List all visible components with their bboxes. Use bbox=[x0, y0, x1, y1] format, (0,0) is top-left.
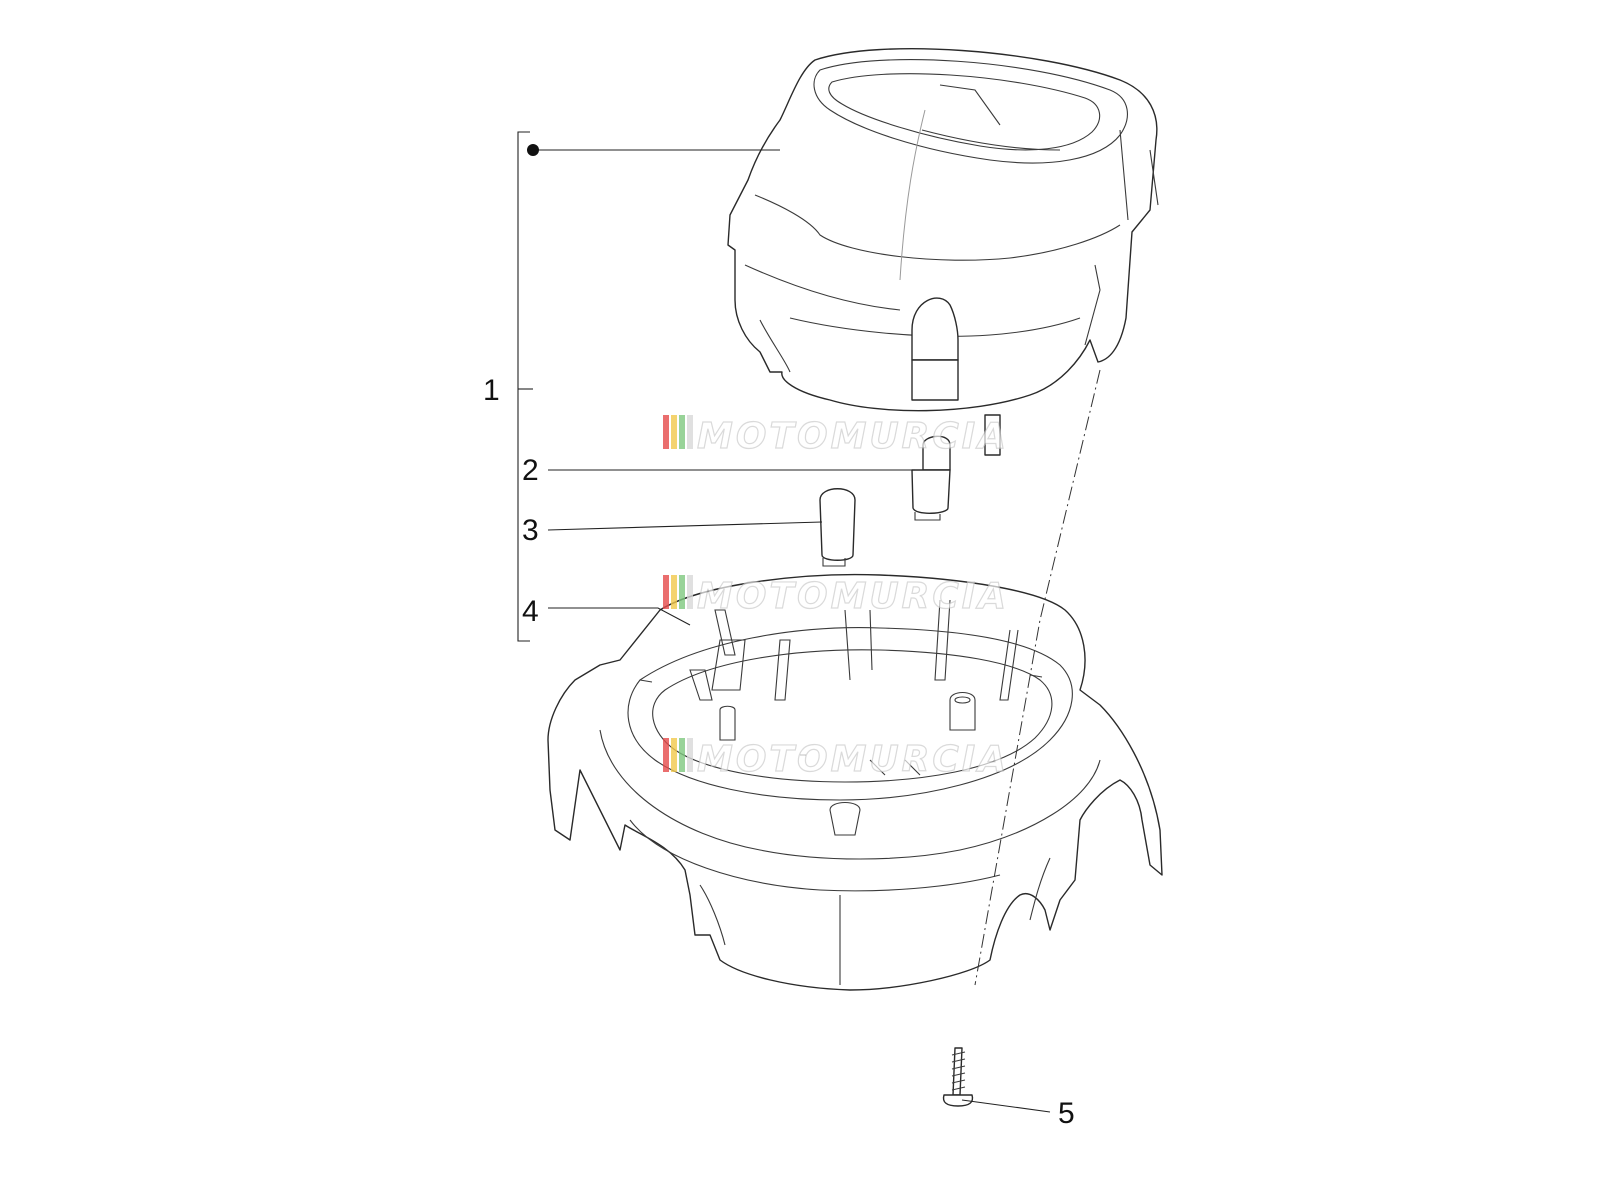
part-5-screw bbox=[942, 1047, 974, 1107]
watermark-stripe bbox=[679, 575, 685, 609]
watermark-stripe bbox=[687, 415, 693, 449]
watermark-stripe bbox=[671, 738, 677, 772]
watermark-stripe bbox=[679, 738, 685, 772]
callout-3: 3 bbox=[522, 514, 539, 547]
callout-4: 4 bbox=[522, 595, 539, 628]
watermark-stripe bbox=[671, 575, 677, 609]
watermark-stripe bbox=[687, 575, 693, 609]
watermark-stripe bbox=[671, 415, 677, 449]
leader-4 bbox=[548, 607, 691, 626]
watermark-stripe bbox=[679, 415, 685, 449]
watermark-stripe bbox=[663, 575, 669, 609]
callout-1: 1 bbox=[483, 374, 500, 407]
lower-instrument-housing bbox=[547, 573, 1163, 991]
watermark-top: MOTOMURCIA bbox=[663, 415, 1009, 458]
watermark-text: MOTOMURCIA bbox=[697, 739, 1009, 780]
assembly-axis-line bbox=[974, 369, 1101, 986]
part-2-holder bbox=[911, 435, 951, 521]
upper-instrument-cover bbox=[727, 48, 1159, 456]
watermark-stripe bbox=[687, 738, 693, 772]
watermark-text: MOTOMURCIA bbox=[697, 576, 1009, 617]
bracket-bullet bbox=[527, 144, 539, 156]
part-3-bulb bbox=[819, 488, 856, 567]
watermark-stripe bbox=[663, 415, 669, 449]
watermark-bottom: MOTOMURCIA bbox=[663, 738, 1009, 781]
callout-5: 5 bbox=[1058, 1097, 1075, 1130]
group-bracket bbox=[517, 131, 539, 642]
callout-2: 2 bbox=[522, 454, 539, 487]
watermark-text: MOTOMURCIA bbox=[697, 416, 1009, 457]
leader-3 bbox=[547, 521, 823, 531]
watermark-middle: MOTOMURCIA bbox=[663, 575, 1009, 618]
watermark-stripe bbox=[663, 738, 669, 772]
leader-5 bbox=[961, 1099, 1051, 1113]
